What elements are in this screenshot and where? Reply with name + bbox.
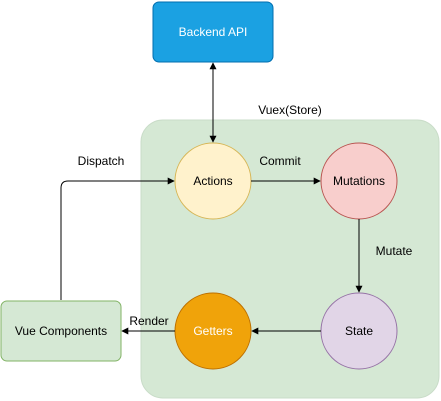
backend-api-node[interactable]	[152, 1, 274, 63]
vue-components-node[interactable]	[0, 300, 122, 362]
commit-label: Commit	[259, 154, 301, 168]
store-title: Vuex(Store)	[258, 103, 322, 117]
mutations-label: Mutations	[333, 174, 385, 188]
mutate-label: Mutate	[376, 244, 413, 258]
state-label: State	[345, 324, 373, 338]
getters-label: Getters	[193, 324, 232, 338]
render-label: Render	[129, 314, 168, 328]
dispatch-edge	[60, 177, 175, 300]
actions-label: Actions	[193, 174, 232, 188]
vue-components-label: Vue Components	[15, 324, 107, 338]
dispatch-label: Dispatch	[78, 154, 125, 168]
backend-api-label: Backend API	[179, 25, 248, 39]
